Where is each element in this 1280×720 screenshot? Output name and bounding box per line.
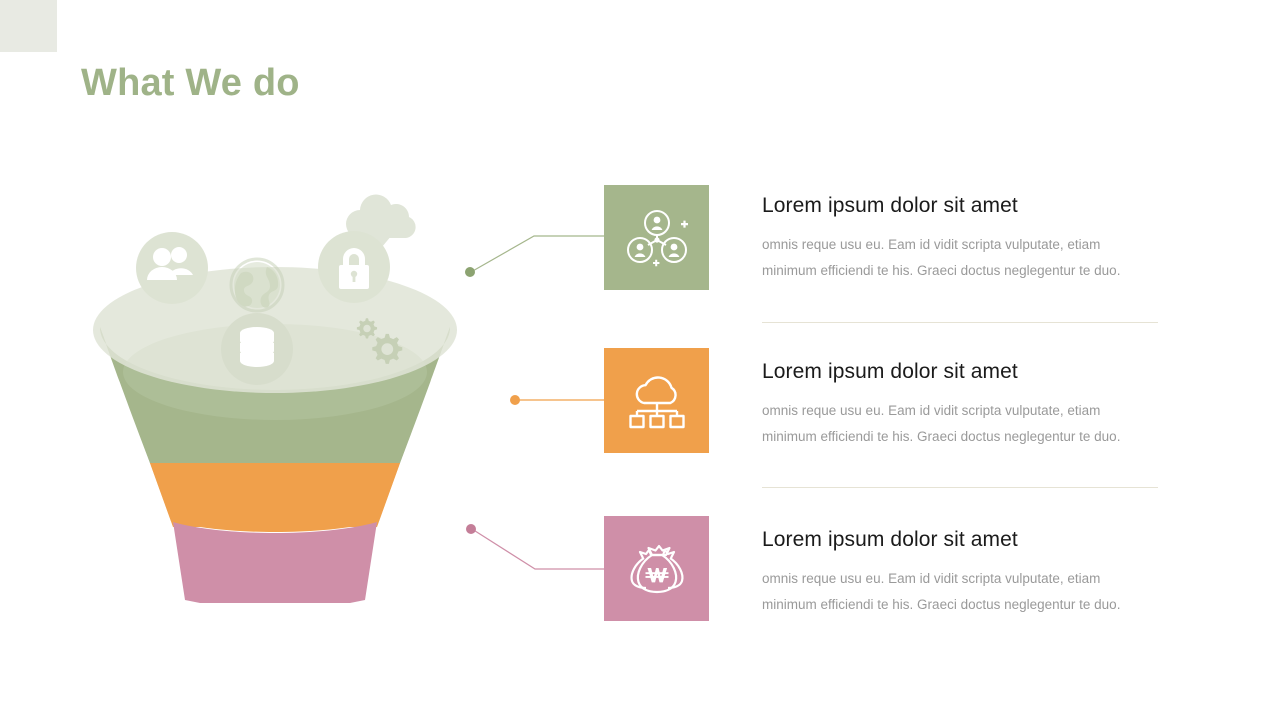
money-bags-icon — [629, 544, 684, 593]
corner-accent-block — [0, 0, 57, 52]
funnel-stage-pink — [173, 522, 377, 603]
section-divider-2 — [762, 487, 1158, 488]
plus-marks — [652, 220, 688, 266]
feature-body-3: omnis reque usu eu. Eam id vidit scripta… — [762, 571, 1121, 612]
connector-lines — [455, 175, 620, 635]
icon-box-cloud-network[interactable] — [604, 348, 709, 453]
feature-title-3: Lorem ipsum dolor sit amet — [762, 528, 1018, 551]
feature-text-3: Lorem ipsum dolor sit amet omnis reque u… — [762, 528, 1162, 618]
page-title: What We do — [81, 62, 300, 104]
lock-icon-bubble — [318, 231, 390, 303]
lock-icon — [339, 248, 369, 289]
globe-icon — [229, 257, 285, 313]
won-currency-symbol — [645, 567, 668, 582]
funnel-stage-orange — [150, 463, 400, 532]
database-icon — [240, 327, 274, 367]
users-icon — [147, 247, 193, 280]
connector-green — [465, 235, 607, 277]
feature-body-2: omnis reque usu eu. Eam id vidit scripta… — [762, 403, 1121, 444]
cloud-network-icon — [628, 375, 685, 428]
connector-orange — [510, 395, 607, 405]
users-icon-bubble — [136, 232, 208, 304]
feature-title-1: Lorem ipsum dolor sit amet — [762, 194, 1018, 217]
feature-title-2: Lorem ipsum dolor sit amet — [762, 360, 1018, 383]
icon-box-money-bags[interactable] — [604, 516, 709, 621]
feature-text-2: Lorem ipsum dolor sit amet omnis reque u… — [762, 360, 1162, 450]
feature-text-1: Lorem ipsum dolor sit amet omnis reque u… — [762, 194, 1162, 284]
funnel-graphic — [75, 175, 475, 620]
gears-icon — [356, 318, 403, 364]
connector-pink — [466, 524, 607, 570]
database-icon-bubble — [221, 313, 293, 385]
feature-body-1: omnis reque usu eu. Eam id vidit scripta… — [762, 237, 1121, 278]
icon-box-team-network[interactable] — [604, 185, 709, 290]
team-network-icon — [626, 209, 688, 266]
section-divider-1 — [762, 322, 1158, 323]
